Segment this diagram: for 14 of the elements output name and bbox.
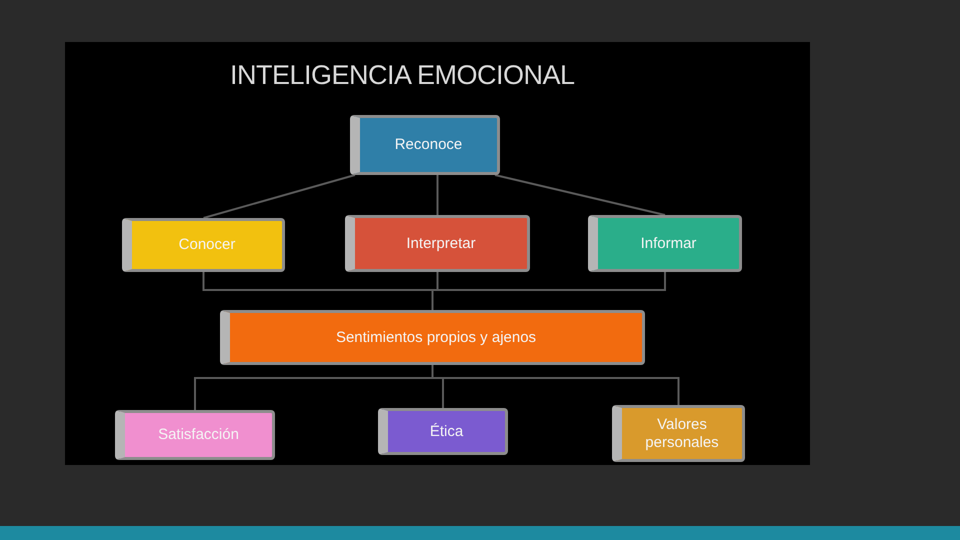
concept-box: Reconoce [350,115,500,175]
concept-box: Ética [378,408,508,455]
concept-box: Satisfacción [115,410,275,460]
connector-line [494,174,666,216]
concept-box: Sentimientos propios y ajenos [220,310,645,365]
connector-line [203,174,356,219]
connector-line [432,272,666,310]
slide-title: INTELIGENCIA EMOCIONAL [230,60,575,91]
concept-box: Conocer [122,218,285,272]
concept-box: Valores personales [612,405,745,462]
connector-line [436,175,438,215]
connector-line [432,365,680,405]
concept-box: Interpretar [345,215,530,272]
concept-box: Informar [588,215,742,272]
